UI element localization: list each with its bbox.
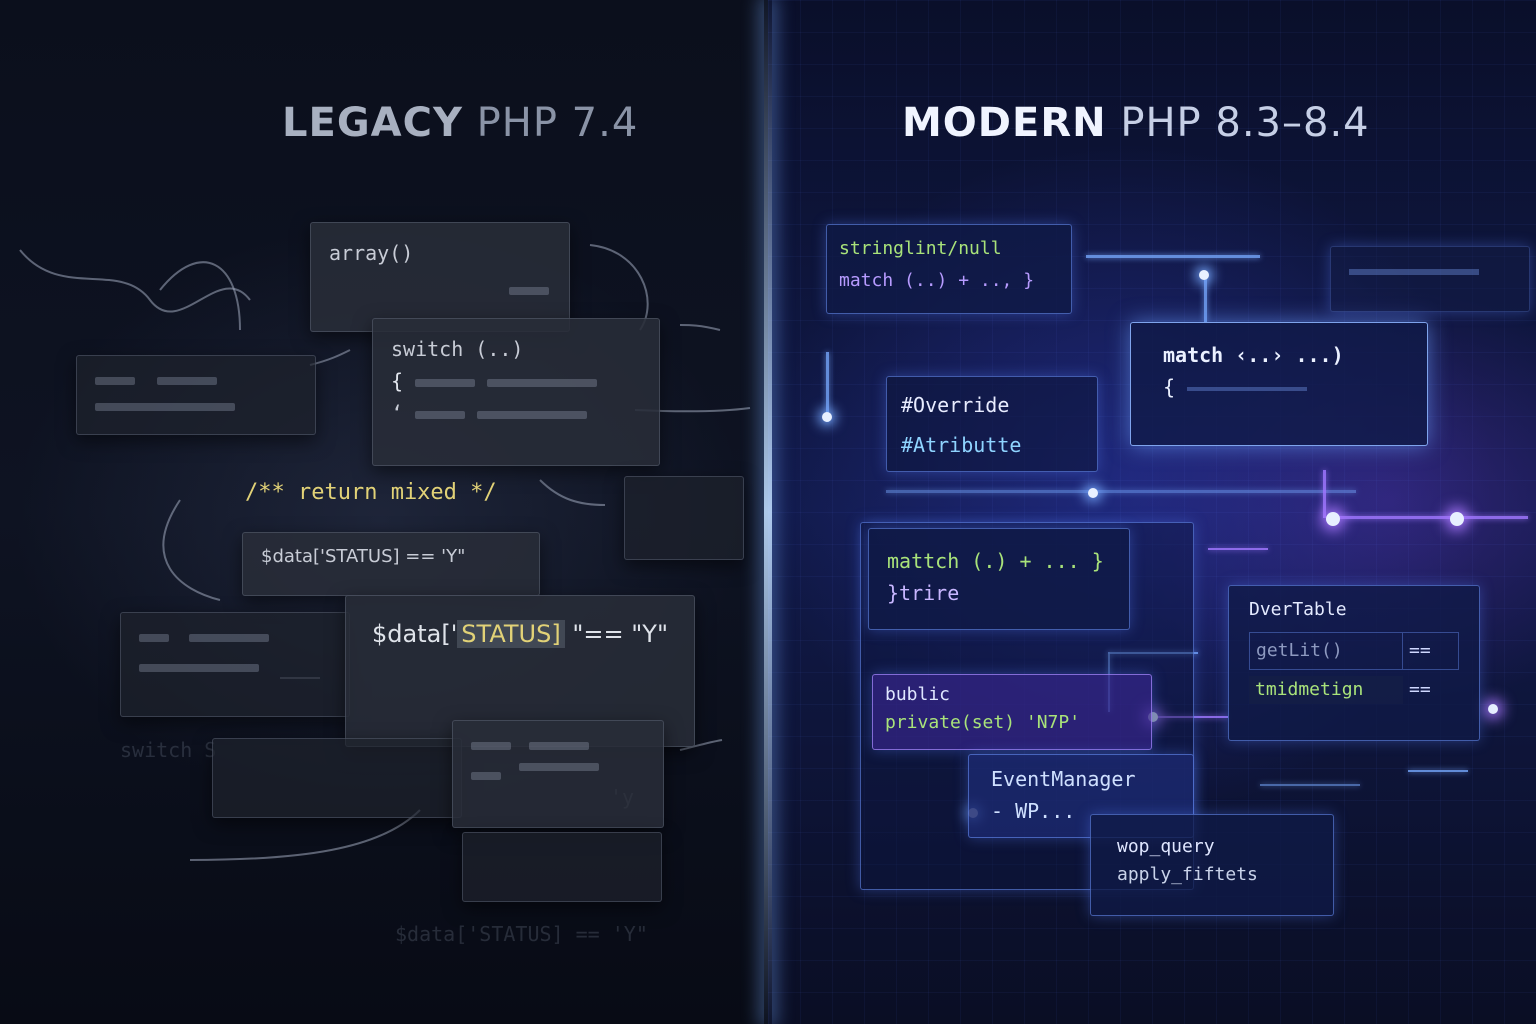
match-brace: { — [1163, 375, 1176, 399]
circuit-wire — [1204, 272, 1207, 322]
placeholder-bar — [415, 410, 466, 419]
circuit-node — [1488, 704, 1498, 714]
visibility-card: bublic private(set) 'N7P' — [872, 674, 1152, 750]
event-manager-card: EventManager - WP... — [968, 754, 1194, 838]
bublic-line: bublic — [885, 684, 951, 705]
placeholder-bar — [188, 633, 269, 642]
apply-filters-line: apply_fiftets — [1117, 864, 1258, 885]
atributte-attr: #Atributte — [901, 433, 1022, 457]
circuit-wire — [1408, 770, 1468, 772]
legacy-blurred-card-3 — [212, 738, 462, 818]
switch-mark: ‘ — [391, 401, 404, 425]
modern-title-version: PHP 8.3–8.4 — [1120, 100, 1370, 146]
placeholder-bar — [487, 378, 598, 387]
placeholder-bar — [95, 403, 235, 411]
matth-card: mattch (.) + ... } }trire — [868, 528, 1130, 630]
switch-card: switch (..) { ‘ — [372, 318, 660, 466]
placeholder-bar — [477, 410, 588, 419]
placeholder-bar — [156, 376, 217, 385]
placeholder-bar — [518, 763, 599, 771]
types-line-1: stringlint/null — [839, 238, 1002, 259]
ghost-switch-text: switch S — [120, 738, 217, 762]
placeholder-bar — [509, 287, 549, 295]
circuit-wire — [1086, 255, 1260, 258]
switch-line-2: { — [391, 365, 641, 397]
matth-line-2: }trire — [887, 581, 960, 605]
array-card: array() — [310, 222, 570, 332]
data-compare-small-card: $data['STATUS] == 'Y" — [242, 532, 540, 596]
switch-brace: { — [391, 369, 404, 393]
data-compare-suffix: "== "Y" — [572, 620, 668, 648]
modern-panel: stringlint/null match (..) + .., } match… — [768, 0, 1536, 1024]
table-cell: getLit() — [1256, 640, 1343, 661]
circuit-wire — [886, 490, 1356, 493]
legacy-side-card — [624, 476, 744, 560]
status-key-highlight: STATUS] — [457, 620, 565, 648]
circuit-wire — [1148, 716, 1228, 718]
event-wp-line: - WP... — [991, 799, 1076, 823]
circuit-node — [1326, 512, 1340, 526]
placeholder-bar — [471, 741, 511, 750]
table-row: tmidmetign == — [1249, 676, 1459, 704]
event-manager-line: EventManager — [991, 767, 1136, 791]
table-title: DverTable — [1249, 599, 1347, 620]
placeholder-bar — [471, 772, 501, 780]
legacy-title-bold: LEGACY — [282, 100, 463, 146]
circuit-wire — [1208, 548, 1268, 550]
circuit-node — [1199, 270, 1209, 280]
matth-line-1: mattch (.) + ... } — [887, 549, 1104, 573]
circuit-node — [1450, 512, 1464, 526]
circuit-wire — [1323, 470, 1326, 518]
attribute-card: #Override #Atributte — [886, 376, 1098, 472]
match-card-line-2: { — [1163, 371, 1395, 403]
table-cell: tmidmetign — [1249, 676, 1403, 704]
legacy-bottom-card — [452, 720, 664, 828]
data-compare-prefix: $data[' — [372, 620, 458, 648]
match-card-line-1: match ‹..› ...) — [1163, 343, 1344, 367]
circuit-node — [822, 412, 832, 422]
circuit-wire — [1328, 516, 1528, 519]
return-mixed-comment: /** return mixed */ — [245, 480, 497, 505]
modern-title-bold: MODERN — [902, 100, 1107, 146]
legacy-blurred-card-2 — [120, 612, 350, 717]
legacy-bottom-card-2 — [462, 832, 662, 902]
table-cell: == — [1402, 633, 1458, 669]
modern-side-card — [1330, 246, 1530, 312]
modern-title: MODERN PHP 8.3–8.4 — [902, 100, 1370, 146]
ghost-data-text: $data['STATUS] == 'Y" — [395, 922, 648, 946]
legacy-title-version: PHP 7.4 — [476, 100, 639, 146]
circuit-wire — [1260, 784, 1360, 786]
wp-query-line: wop_query — [1117, 836, 1215, 857]
center-divider — [764, 0, 772, 1024]
placeholder-bar — [1349, 268, 1479, 275]
placeholder-bar — [139, 633, 169, 642]
placeholder-bar — [95, 376, 135, 385]
data-compare-large: $data['STATUS] "== "Y" — [372, 620, 668, 648]
private-set-line: private(set) 'N7P' — [885, 712, 1081, 733]
types-card: stringlint/null match (..) + .., } — [826, 224, 1072, 314]
circuit-wire — [1108, 652, 1198, 654]
placeholder-bar — [415, 378, 476, 387]
wp-query-card: wop_query apply_fiftets — [1090, 814, 1334, 916]
types-line-2: match (..) + .., } — [839, 270, 1035, 291]
table-row: getLit() == — [1249, 632, 1459, 670]
table-card: DverTable getLit() == tmidmetign == — [1228, 585, 1480, 741]
table-cell: == — [1409, 679, 1431, 700]
legacy-panel: switch S $data['STATUS] == 'Y" 'y array(… — [0, 0, 768, 1024]
data-compare-small: $data['STATUS] == 'Y" — [261, 546, 466, 567]
legacy-title: LEGACY PHP 7.4 — [282, 100, 638, 146]
placeholder-bar — [139, 664, 259, 672]
circuit-node — [1148, 712, 1158, 722]
circuit-wire — [826, 352, 829, 422]
switch-line-3: ‘ — [391, 397, 641, 429]
override-attr: #Override — [901, 393, 1010, 417]
placeholder-bar — [1187, 386, 1308, 391]
legacy-blurred-card — [76, 355, 316, 435]
match-card: match ‹..› ...) { — [1130, 322, 1428, 446]
array-code: array() — [329, 241, 414, 265]
switch-line-1: switch (..) — [391, 337, 524, 361]
circuit-node — [1088, 488, 1098, 498]
placeholder-bar — [528, 741, 589, 750]
